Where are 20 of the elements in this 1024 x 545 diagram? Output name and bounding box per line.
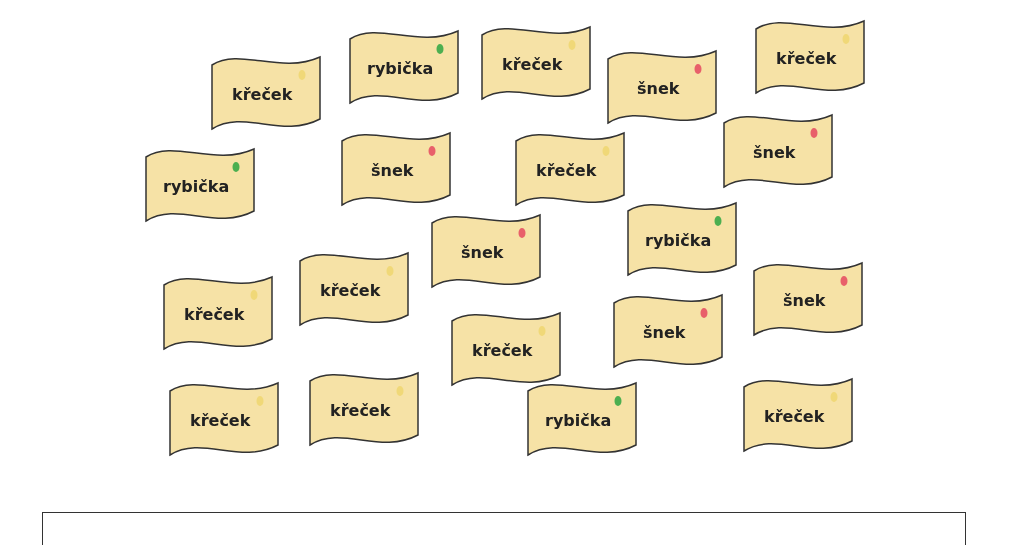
card-word: křeček <box>320 280 381 300</box>
card-word: šnek <box>783 290 826 310</box>
card-word: šnek <box>637 78 680 98</box>
card-word: křeček <box>472 340 533 360</box>
card-word: křeček <box>190 410 251 430</box>
card-word: křeček <box>764 406 825 426</box>
card-word: křeček <box>776 48 837 68</box>
card-word: rybička <box>545 410 612 430</box>
card-word: rybička <box>163 176 230 196</box>
card-word: křeček <box>502 54 563 74</box>
card-word: šnek <box>371 160 414 180</box>
card-word: šnek <box>461 242 504 262</box>
card-word: šnek <box>753 142 796 162</box>
card-word: křeček <box>330 400 391 420</box>
card-word: rybička <box>645 230 712 250</box>
card-word: křeček <box>536 160 597 180</box>
card-word: šnek <box>643 322 686 342</box>
card-word: křeček <box>232 84 293 104</box>
card-word: křeček <box>184 304 245 324</box>
card-word: rybička <box>367 58 434 78</box>
